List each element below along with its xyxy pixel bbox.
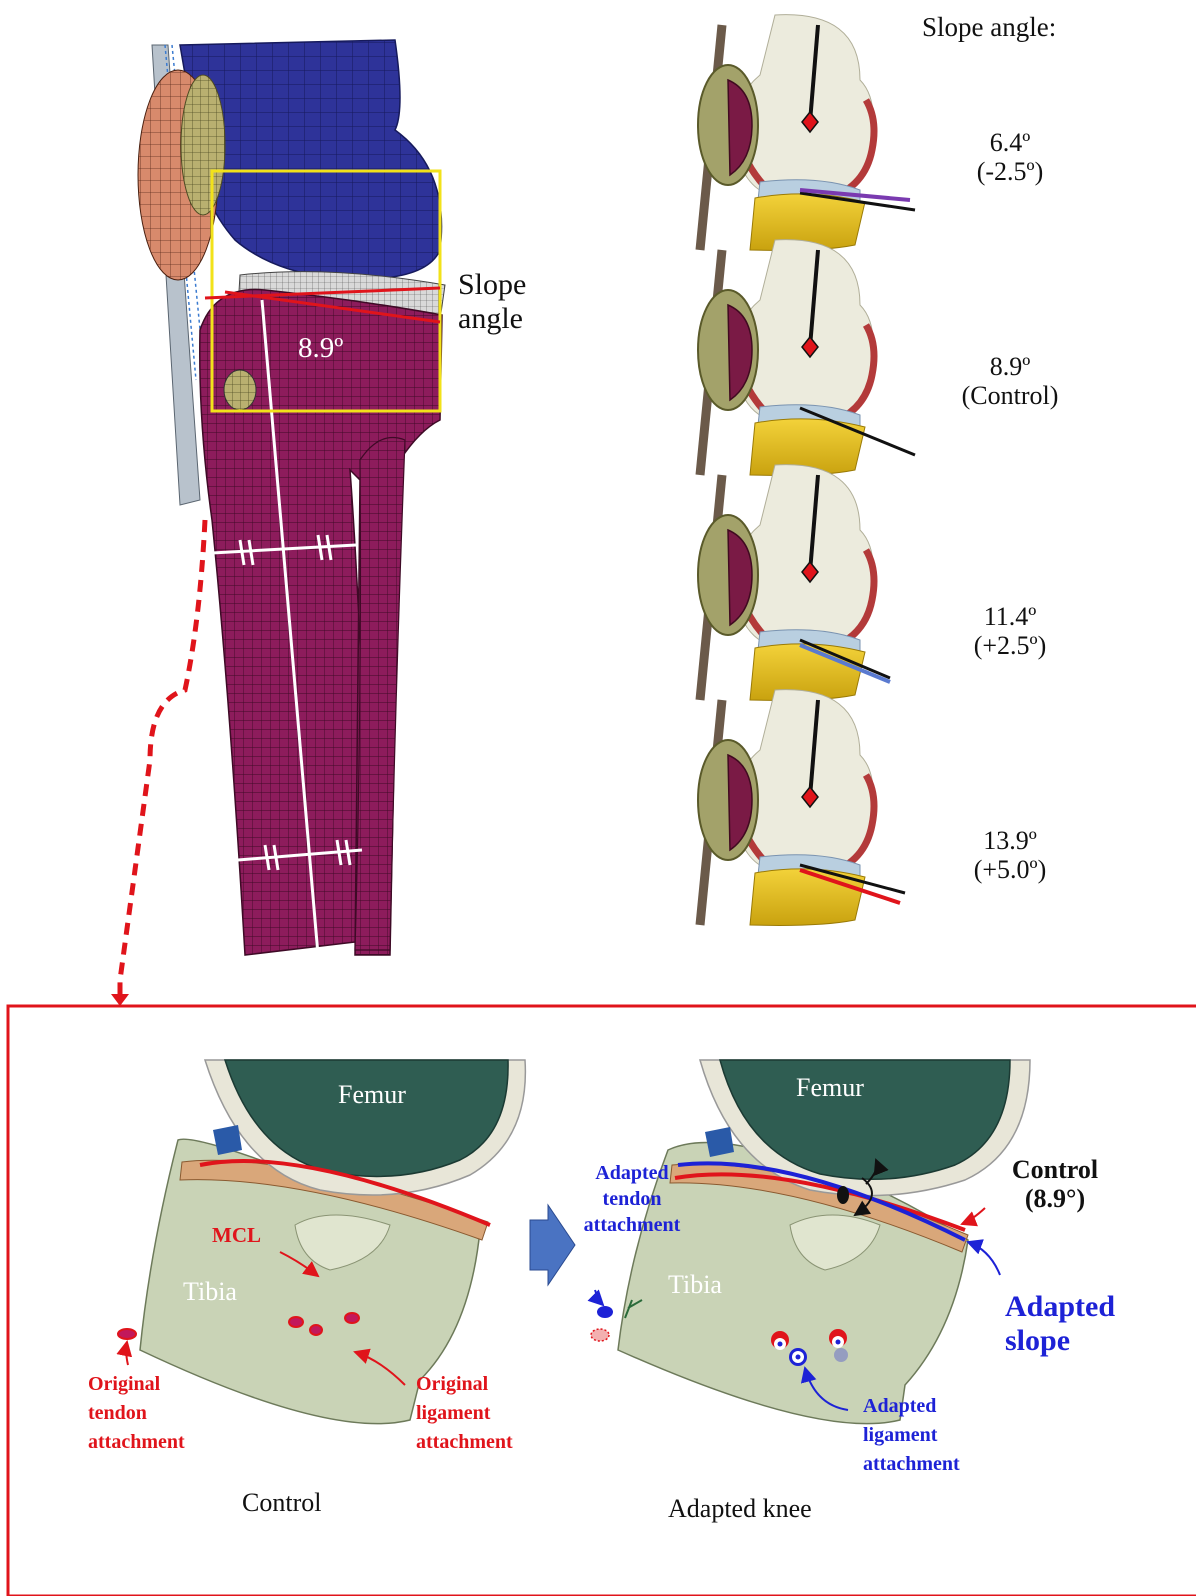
adapted-slope-arrow — [968, 1242, 1000, 1275]
inset-connector — [120, 520, 205, 1000]
knee-variant-2 — [698, 240, 915, 476]
control-caption: Control — [242, 1488, 321, 1517]
main-slope-value: 8.9º — [298, 332, 343, 364]
tendon-attachment-dot — [118, 1329, 136, 1339]
attachment-patch — [224, 370, 256, 410]
variant-knees — [698, 15, 915, 926]
adapted-caption: Adapted knee — [668, 1494, 812, 1523]
tibia-label-right: Tibia — [668, 1270, 722, 1299]
tibia-label-left: Tibia — [183, 1277, 237, 1306]
knee-variant-1 — [698, 15, 915, 251]
adapted-ligament-label: Adapted ligament attachment — [863, 1392, 960, 1479]
original-tendon-ghost — [591, 1329, 609, 1341]
pivot-point — [837, 1186, 849, 1204]
patella-cartilage-mesh — [181, 75, 225, 215]
knee-variant-4 — [698, 690, 905, 926]
control-angle-label: Control (8.9°) — [990, 1155, 1120, 1213]
adapted-tendon-dot — [597, 1306, 613, 1318]
adapted-slope-label: Adapted slope — [1005, 1290, 1115, 1357]
femur-label-left: Femur — [338, 1080, 406, 1109]
ligament-attachment-dot — [310, 1325, 322, 1335]
original-tendon-label: Original tendon attachment — [88, 1370, 185, 1457]
adapted-knee — [591, 1060, 1030, 1424]
slope-header: Slope angle: — [922, 12, 1056, 42]
connector-arrowhead — [111, 994, 129, 1006]
knee-variant-3 — [698, 465, 890, 701]
femur-label-right: Femur — [796, 1073, 864, 1102]
control-slope-arrow — [962, 1208, 985, 1224]
knee-fe-model — [138, 40, 445, 955]
variant-4-angle: 13.9º(+5.0º) — [950, 826, 1070, 884]
slope-angle-label: Slope angle — [458, 268, 526, 335]
adapted-tendon-label: Adapted tendon attachment — [562, 1160, 702, 1238]
mcl-label: MCL — [212, 1224, 261, 1248]
fibula-mesh — [355, 438, 405, 951]
original-ligament-label: Original ligament attachment — [416, 1370, 513, 1457]
ligament-attachment-dot — [289, 1317, 303, 1327]
variant-1-angle: 6.4º(-2.5º) — [950, 128, 1070, 186]
variant-2-angle: 8.9º(Control) — [945, 352, 1075, 410]
ligament-attachment-dot — [345, 1313, 359, 1323]
variant-3-angle: 11.4º(+2.5º) — [950, 602, 1070, 660]
tendon-arrow — [126, 1342, 128, 1365]
